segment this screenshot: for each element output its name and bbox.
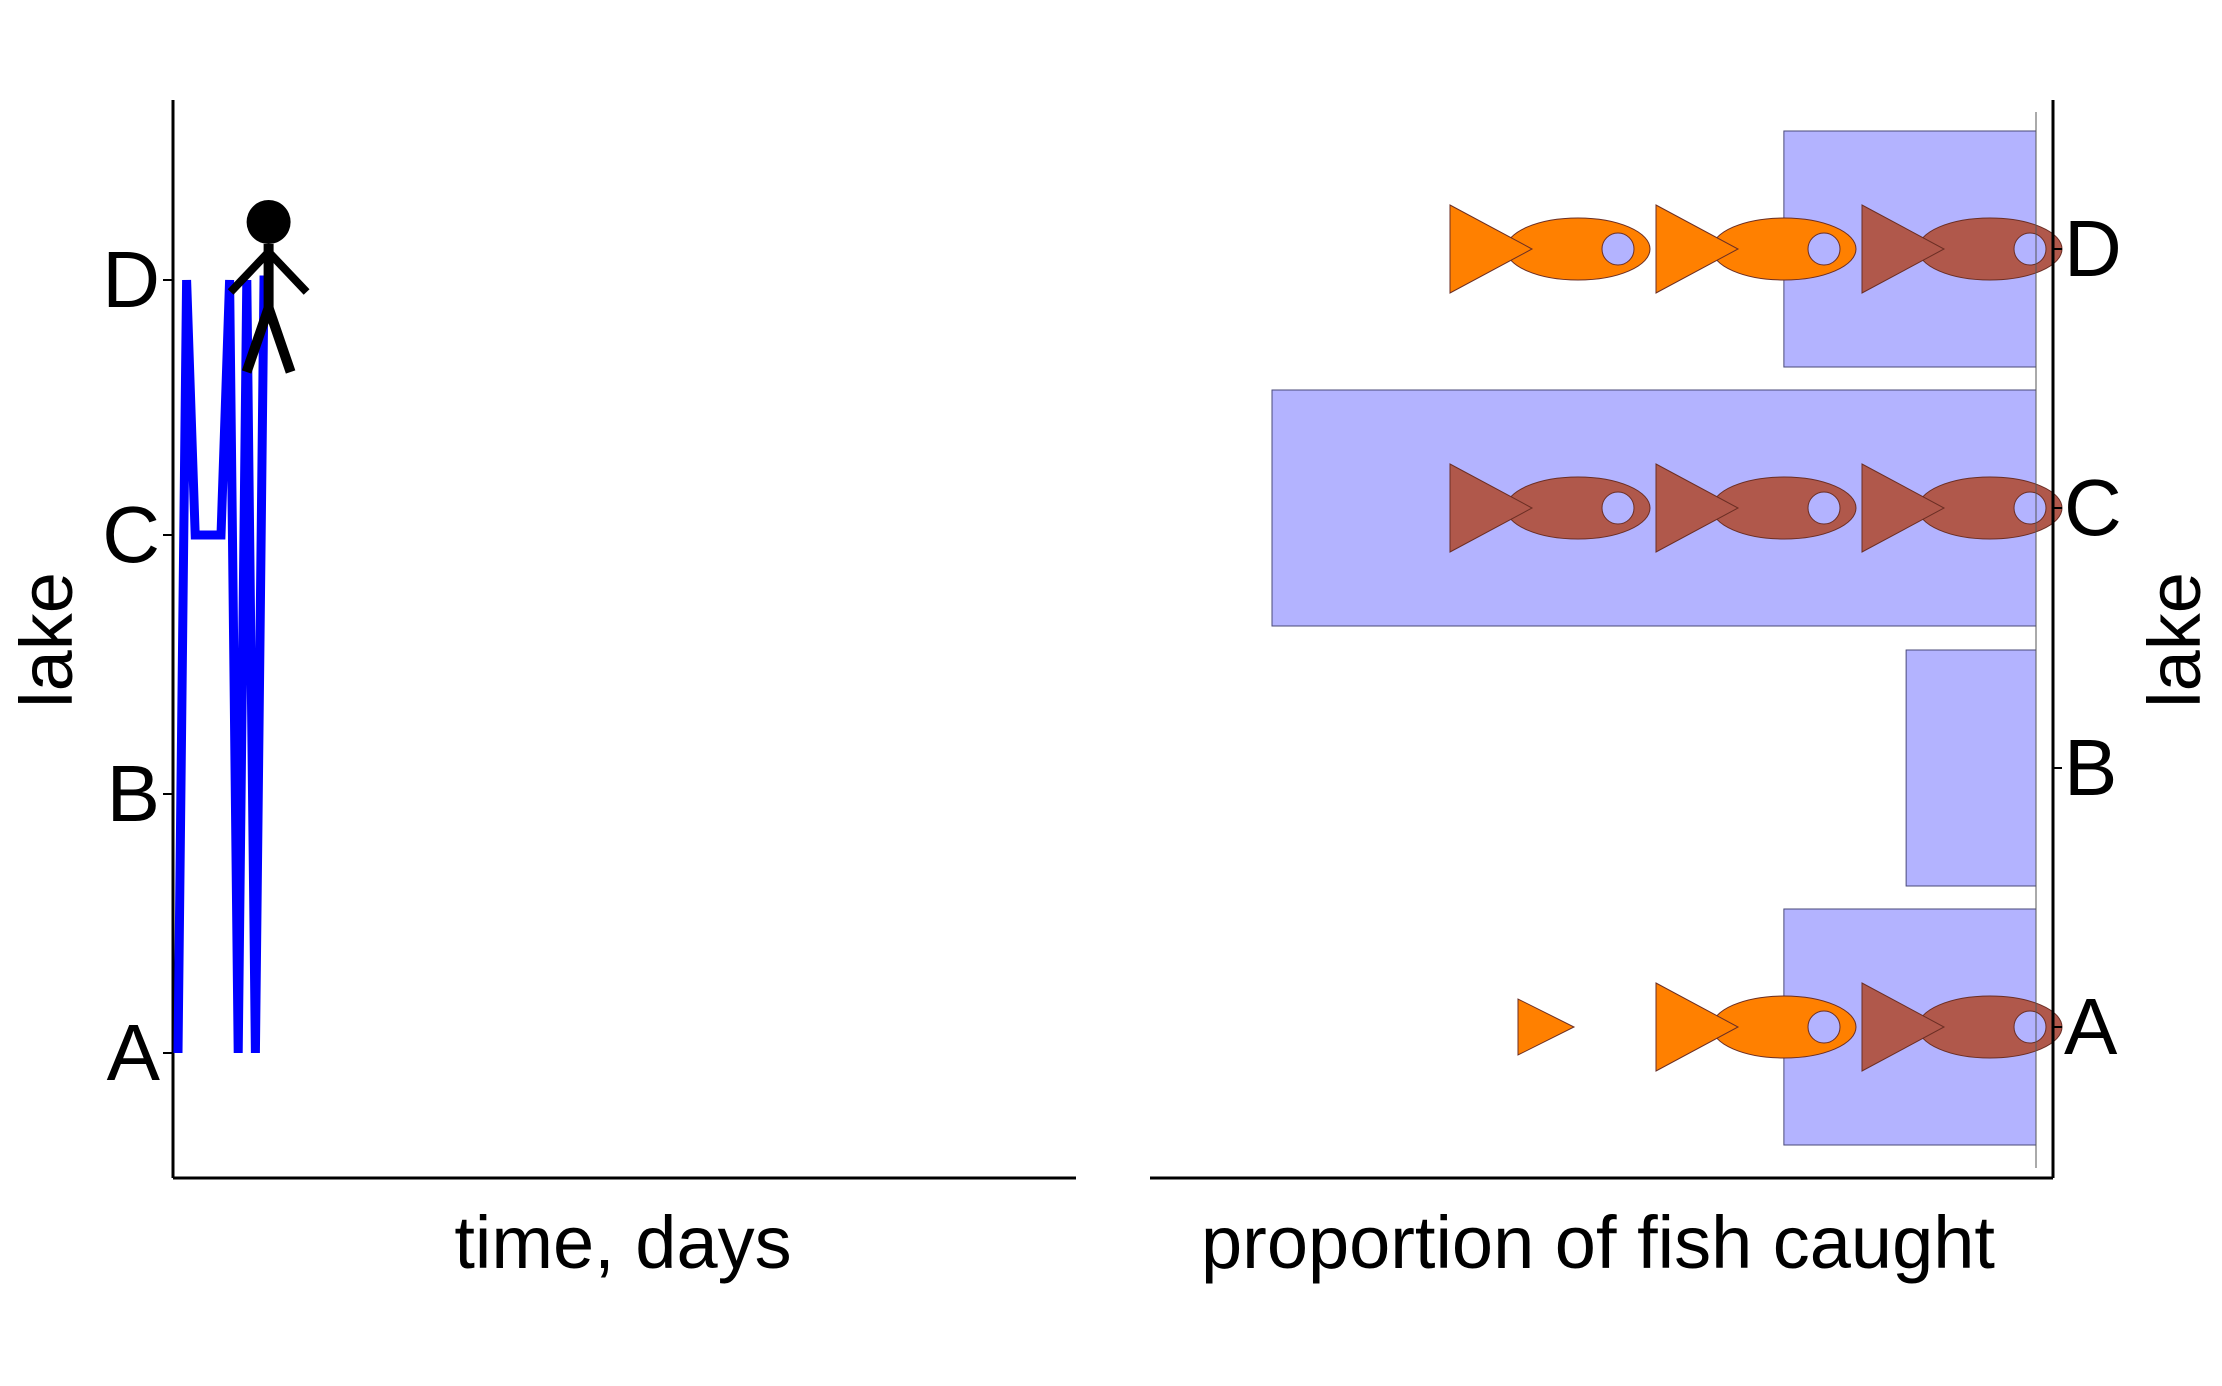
fish-icon-A-1	[1655, 982, 1857, 1072]
right-y-axis-label: lake	[2133, 572, 2216, 708]
fish-icon-C-2	[1861, 463, 2063, 553]
bars-group	[1271, 130, 2037, 1146]
fish-icon-D-1	[1655, 204, 1857, 294]
bar-lake-B	[1905, 649, 2037, 887]
left-y-tick-label-B: B	[107, 749, 160, 838]
right-y-tick-label-A: A	[2064, 982, 2118, 1071]
fish-icon-C-1	[1655, 463, 1857, 553]
left-panel-lake-over-time: A B C D time, days lake	[5, 100, 1076, 1284]
right-y-tick-label-D: D	[2064, 204, 2122, 293]
right-x-axis-label: proportion of fish caught	[1201, 1201, 1995, 1284]
person-icon	[227, 200, 310, 374]
fish-icon-D-2	[1861, 204, 2063, 294]
left-y-tick-label-C: C	[102, 490, 160, 579]
right-y-tick-labels: A B C D	[2053, 204, 2122, 1071]
left-y-tick-labels: A B C D	[102, 235, 173, 1097]
left-y-tick-label-A: A	[107, 1008, 161, 1097]
fish-icon-A-0	[1517, 998, 1576, 1056]
left-y-axis-label: lake	[5, 572, 88, 708]
right-y-tick-label-B: B	[2064, 723, 2117, 812]
fish-icon-C-0	[1449, 463, 1651, 553]
left-y-tick-label-D: D	[102, 235, 160, 324]
fish-icon-D-0	[1449, 204, 1651, 294]
right-y-tick-label-C: C	[2064, 463, 2122, 552]
right-panel-fish-caught: A B C D proportion of fish caught lake	[1150, 100, 2216, 1284]
left-x-axis-label: time, days	[454, 1201, 791, 1284]
fish-icons-group	[1449, 204, 2063, 1072]
lake-visit-track-line	[173, 275, 273, 1054]
